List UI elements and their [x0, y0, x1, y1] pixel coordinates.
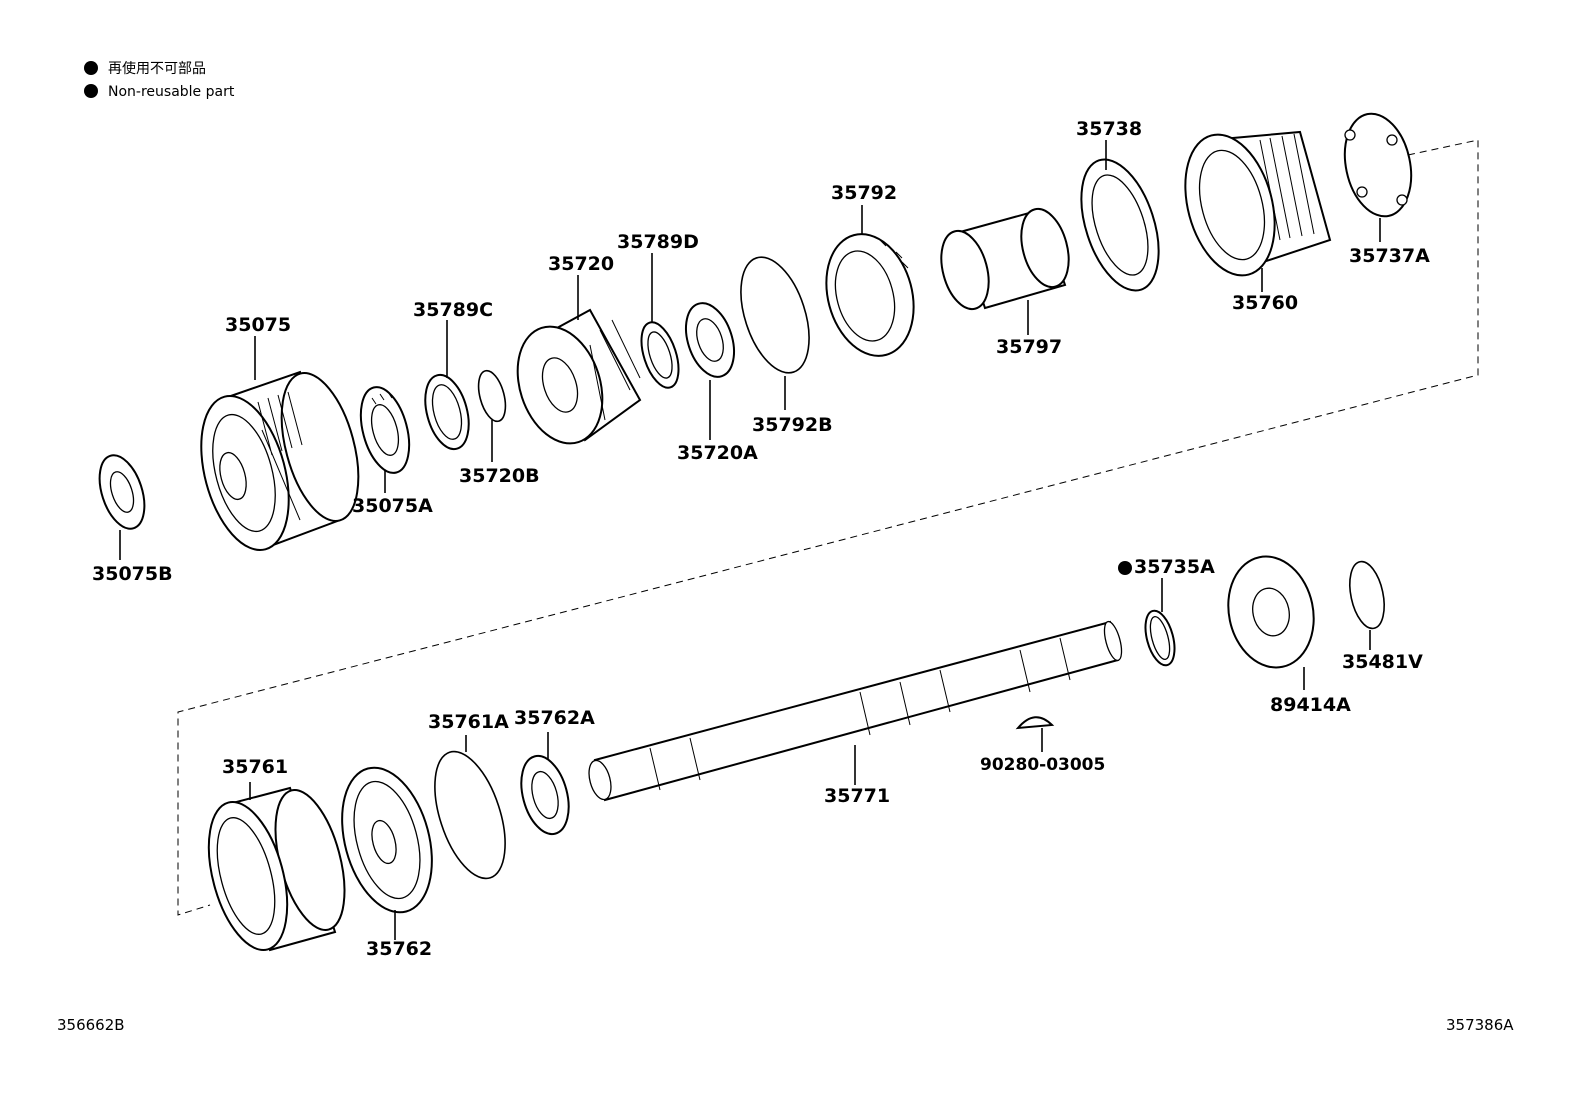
legend: 再使用不可部品 Non-reusable part [84, 60, 235, 100]
gear-35760 [1184, 130, 1332, 277]
bearing-35720A [685, 302, 735, 378]
clutch-35792 [825, 233, 915, 357]
label-35737A: 35737A [1349, 245, 1430, 267]
label-35792: 35792 [831, 182, 897, 204]
label-35761: 35761 [222, 756, 288, 778]
label-35075: 35075 [225, 314, 291, 336]
rotor-89414A [1227, 555, 1315, 669]
label-35720: 35720 [548, 253, 614, 275]
label-35481V: 35481V [1342, 651, 1423, 673]
label-35792B: 35792B [752, 414, 833, 436]
label-35720A: 35720A [677, 442, 758, 464]
snap-ring-35761A [434, 750, 506, 880]
washer-35075B [98, 454, 146, 530]
legend-dot-icon [84, 61, 98, 75]
label-35735A: 35735A [1134, 556, 1215, 578]
label-35789D: 35789D [617, 231, 699, 253]
label-89414A: 89414A [1270, 694, 1351, 716]
assembly-boundary [177, 139, 1479, 916]
label-35761A: 35761A [428, 711, 509, 733]
gear-35762 [341, 766, 433, 914]
key-90280-03005 [1015, 716, 1055, 730]
label-35771: 35771 [824, 785, 890, 807]
part-labels: 35075B 35075 35075A 35789C 35720B 35720 … [92, 118, 1430, 960]
label-35075A: 35075A [352, 495, 433, 517]
non-reusable-dot-icon [1118, 561, 1132, 575]
legend-text-en: Non-reusable part [108, 84, 235, 100]
legend-dot-icon [84, 84, 98, 98]
washer-35789D [640, 321, 680, 389]
drum-35075 [200, 370, 360, 552]
label-35797: 35797 [996, 336, 1062, 358]
label-35760: 35760 [1232, 292, 1298, 314]
seal-ring-35735A [1144, 609, 1176, 667]
snap-ring-35792B [740, 256, 810, 374]
plate-35789C [424, 373, 470, 451]
label-35789C: 35789C [413, 299, 493, 321]
sleeve-35797 [940, 207, 1070, 311]
footer-code-left: 356662B [57, 1016, 125, 1034]
legend-text-ja: 再使用不可部品 [108, 60, 206, 77]
label-35720B: 35720B [459, 465, 540, 487]
snap-ring-35720B [477, 369, 507, 423]
label-35075B: 35075B [92, 563, 173, 585]
bearing-35762A [520, 754, 570, 836]
carrier-35720 [516, 308, 642, 445]
footer-code-right: 357386A [1446, 1016, 1514, 1034]
shaft-35771 [588, 620, 1123, 802]
plate-35737A [1343, 112, 1413, 218]
snap-ring-35481V [1349, 560, 1385, 630]
label-90280-03005: 90280-03005 [980, 755, 1105, 775]
leader-lines [119, 140, 1381, 940]
label-35762A: 35762A [514, 707, 595, 729]
drum-35761 [207, 786, 346, 952]
bearing-35075A [359, 386, 411, 474]
label-35738: 35738 [1076, 118, 1142, 140]
label-35762: 35762 [366, 938, 432, 960]
ring-35738 [1080, 158, 1160, 292]
